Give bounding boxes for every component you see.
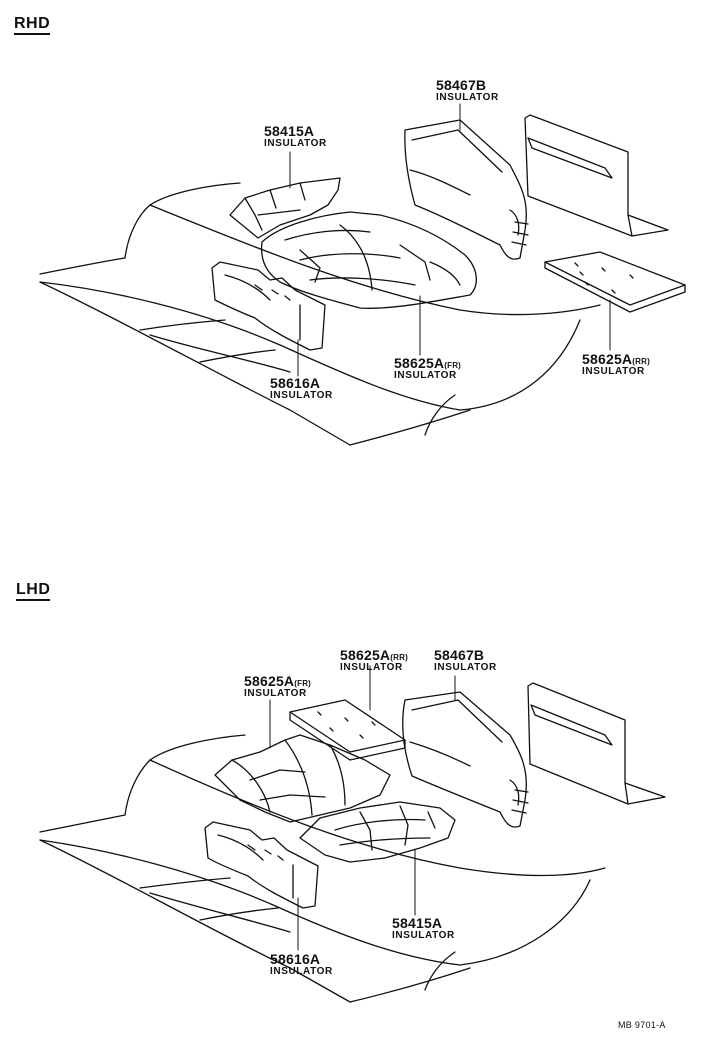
rhd-callout-58625a-fr: 58625A(FR) INSULATOR — [394, 356, 461, 381]
rhd-rr-floor-pad-58625a — [544, 251, 686, 313]
part-name: INSULATOR — [264, 138, 327, 149]
lhd-rear-insulator-58467b — [402, 691, 529, 828]
lhd-callout-58625a-fr: 58625A(FR) INSULATOR — [244, 674, 311, 699]
part-number: 58467B — [434, 647, 485, 663]
rhd-cross-member-insulator-58616a — [211, 261, 326, 351]
lhd-cross-member-insulator-58616a — [204, 821, 319, 909]
lhd-callout-58616a: 58616A INSULATOR — [270, 952, 333, 977]
lhd-rr-floor-pad-58625a — [289, 699, 406, 761]
part-name: INSULATOR — [394, 370, 457, 381]
part-name: INSULATOR — [434, 662, 497, 673]
rhd-callout-58467b: 58467B INSULATOR — [436, 78, 499, 103]
rhd-section-label: RHD — [14, 16, 51, 35]
lhd-floor-pan — [39, 734, 606, 1003]
part-name: INSULATOR — [582, 366, 645, 377]
part-name: INSULATOR — [392, 930, 455, 941]
part-number: 58625A(FR) — [244, 673, 312, 689]
rhd-drawing — [39, 103, 686, 446]
rhd-leader-lines — [289, 103, 611, 377]
part-number: 58625A(RR) — [340, 647, 408, 663]
rhd-tunnel-insulator-58415a — [229, 177, 341, 239]
lhd-callout-58625a-rr: 58625A(RR) INSULATOR — [340, 648, 408, 673]
part-number: 58616A — [270, 375, 321, 391]
part-name: INSULATOR — [270, 390, 333, 401]
part-name: INSULATOR — [244, 688, 307, 699]
lhd-callout-58467b: 58467B INSULATOR — [434, 648, 497, 673]
part-number: 58616A — [270, 951, 321, 967]
part-number: 58415A — [264, 123, 315, 139]
part-name: INSULATOR — [340, 662, 403, 673]
rhd-callout-58625a-rr: 58625A(RR) INSULATOR — [582, 352, 650, 377]
rhd-fr-floor-insulator-58625a — [260, 211, 477, 309]
lhd-fr-floor-insulator-58625a — [214, 734, 391, 823]
lhd-drawing — [39, 665, 666, 1003]
part-number: 58467B — [436, 77, 487, 93]
rhd-callout-58616a: 58616A INSULATOR — [270, 376, 333, 401]
lhd-vertical-panel — [527, 682, 666, 805]
part-number: 58415A — [392, 915, 443, 931]
lhd-section-label: LHD — [16, 582, 51, 601]
rhd-rear-insulator-58467b — [404, 119, 529, 260]
lhd-tunnel-insulator-58415a — [299, 801, 456, 863]
part-number: 58625A(RR) — [582, 351, 650, 367]
rhd-vertical-panel — [524, 114, 669, 237]
figure-code: MB 9701-A — [618, 1020, 666, 1030]
part-name: INSULATOR — [270, 966, 333, 977]
lhd-callout-58415a: 58415A INSULATOR — [392, 916, 455, 941]
part-name: INSULATOR — [436, 92, 499, 103]
part-number: 58625A(FR) — [394, 355, 462, 371]
rhd-floor-pan — [39, 182, 601, 446]
lhd-leader-lines — [269, 665, 456, 951]
rhd-callout-58415a: 58415A INSULATOR — [264, 124, 327, 149]
